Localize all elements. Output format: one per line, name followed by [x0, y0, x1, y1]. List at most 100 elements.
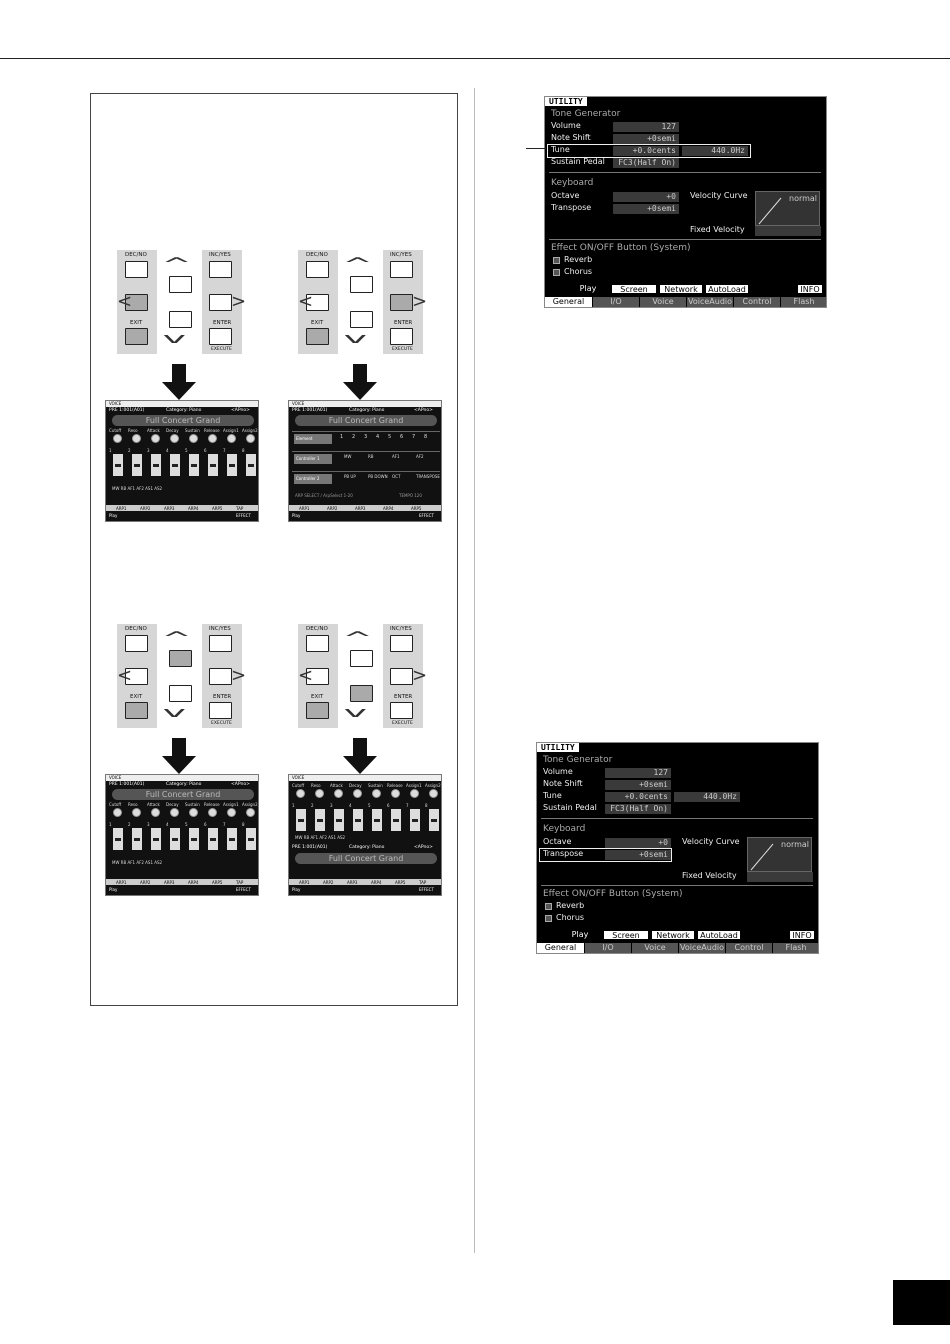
fader-control[interactable]	[391, 809, 401, 831]
dec-no-button[interactable]	[125, 261, 148, 278]
arp-tab[interactable]: TAP	[419, 880, 427, 885]
transpose-value[interactable]: +0semi	[613, 204, 679, 214]
arp-tab[interactable]: ARP4	[371, 880, 382, 885]
tab-flash[interactable]: Flash	[772, 943, 818, 953]
knob-icon[interactable]	[113, 808, 122, 817]
knob-icon[interactable]	[189, 808, 198, 817]
dec-no-button[interactable]	[306, 635, 329, 652]
knob-icon[interactable]	[113, 434, 122, 443]
enter-button[interactable]	[390, 328, 413, 345]
arp-tab[interactable]: ARP3	[355, 506, 366, 511]
fixed-velocity-value[interactable]	[747, 872, 813, 882]
element-number[interactable]: 1	[340, 434, 344, 440]
up-cursor-button[interactable]	[350, 650, 373, 667]
reverb-checkbox[interactable]	[545, 903, 552, 910]
controller1-value[interactable]: AF2	[416, 454, 424, 459]
tab-general[interactable]: General	[537, 943, 584, 953]
down-cursor-button[interactable]	[169, 311, 192, 328]
chorus-checkbox[interactable]	[553, 269, 560, 276]
knob-icon[interactable]	[372, 789, 381, 798]
info-button[interactable]: INFO	[797, 284, 823, 294]
knob-icon[interactable]	[132, 808, 141, 817]
fader-control[interactable]	[208, 828, 218, 850]
tune-value[interactable]: +0.0cents	[605, 792, 671, 802]
left-cursor-button[interactable]	[306, 668, 329, 685]
knob-icon[interactable]	[246, 434, 255, 443]
controller2-value[interactable]: PB DOWN	[368, 474, 388, 479]
tab-flash[interactable]: Flash	[780, 297, 826, 307]
knob-icon[interactable]	[227, 434, 236, 443]
arp-tab[interactable]: ARP3	[164, 880, 175, 885]
fader-control[interactable]	[170, 828, 180, 850]
element-number[interactable]: 7	[412, 434, 416, 440]
fader-control[interactable]	[246, 454, 256, 476]
right-cursor-button[interactable]	[390, 294, 413, 311]
arp-tab[interactable]: ARP3	[347, 880, 358, 885]
fader-control[interactable]	[151, 828, 161, 850]
volume-value[interactable]: 127	[613, 122, 679, 132]
knob-icon[interactable]	[227, 808, 236, 817]
left-cursor-button[interactable]	[125, 668, 148, 685]
fader-control[interactable]	[132, 454, 142, 476]
controller2-value[interactable]: PB UP	[344, 474, 356, 479]
knob-icon[interactable]	[151, 434, 160, 443]
knob-icon[interactable]	[296, 789, 305, 798]
reverb-checkbox[interactable]	[553, 257, 560, 264]
exit-button[interactable]	[306, 702, 329, 719]
arp-tab[interactable]: ARP2	[327, 506, 338, 511]
right-cursor-button[interactable]	[209, 294, 232, 311]
arp-tab[interactable]: TAP	[236, 506, 244, 511]
element-number[interactable]: 5	[388, 434, 392, 440]
knob-icon[interactable]	[429, 789, 438, 798]
fader-control[interactable]	[296, 809, 306, 831]
inc-yes-button[interactable]	[209, 635, 232, 652]
subtab-autoload[interactable]: AutoLoad	[697, 930, 741, 940]
element-number[interactable]: 8	[424, 434, 428, 440]
arp-tab[interactable]: ARP5	[411, 506, 422, 511]
fader-control[interactable]	[246, 828, 256, 850]
subtab-network[interactable]: Network	[651, 930, 695, 940]
fader-control[interactable]	[113, 454, 123, 476]
knob-icon[interactable]	[353, 789, 362, 798]
enter-button[interactable]	[209, 702, 232, 719]
down-cursor-button[interactable]	[169, 685, 192, 702]
fader-control[interactable]	[372, 809, 382, 831]
fader-control[interactable]	[410, 809, 420, 831]
arp-tab[interactable]: TAP	[236, 880, 244, 885]
tune-hz-value[interactable]: 440.0Hz	[674, 792, 740, 802]
controller2-value[interactable]: TRANSPOSE	[416, 474, 440, 479]
element-number[interactable]: 6	[400, 434, 404, 440]
tab-general[interactable]: General	[545, 297, 592, 307]
sustain-pedal-value[interactable]: FC3(Half On)	[605, 804, 671, 814]
chorus-checkbox[interactable]	[545, 915, 552, 922]
fader-control[interactable]	[189, 454, 199, 476]
transpose-value[interactable]: +0semi	[605, 850, 671, 860]
element-number[interactable]: 4	[376, 434, 380, 440]
fixed-velocity-value[interactable]	[755, 226, 821, 236]
arp-tab[interactable]: ARP4	[188, 880, 199, 885]
tab-control[interactable]: Control	[733, 297, 780, 307]
subtab-screen[interactable]: Screen	[611, 284, 657, 294]
velocity-curve-box[interactable]: normal	[755, 191, 820, 226]
up-cursor-button[interactable]	[169, 650, 192, 667]
arp-tab[interactable]: ARP4	[383, 506, 394, 511]
knob-icon[interactable]	[208, 434, 217, 443]
arp-tab[interactable]: ARP5	[395, 880, 406, 885]
dec-no-button[interactable]	[125, 635, 148, 652]
left-cursor-button[interactable]	[306, 294, 329, 311]
knob-icon[interactable]	[189, 434, 198, 443]
exit-button[interactable]	[125, 702, 148, 719]
arp-tab[interactable]: ARP2	[140, 880, 151, 885]
arp-tab[interactable]: ARP1	[116, 506, 127, 511]
sustain-pedal-value[interactable]: FC3(Half On)	[613, 158, 679, 168]
up-cursor-button[interactable]	[169, 276, 192, 293]
exit-button[interactable]	[125, 328, 148, 345]
inc-yes-button[interactable]	[209, 261, 232, 278]
knob-icon[interactable]	[334, 789, 343, 798]
fader-control[interactable]	[132, 828, 142, 850]
tab-voiceaudio[interactable]: VoiceAudio	[686, 297, 733, 307]
fader-control[interactable]	[429, 809, 439, 831]
fader-control[interactable]	[113, 828, 123, 850]
enter-button[interactable]	[209, 328, 232, 345]
down-cursor-button[interactable]	[350, 685, 373, 702]
